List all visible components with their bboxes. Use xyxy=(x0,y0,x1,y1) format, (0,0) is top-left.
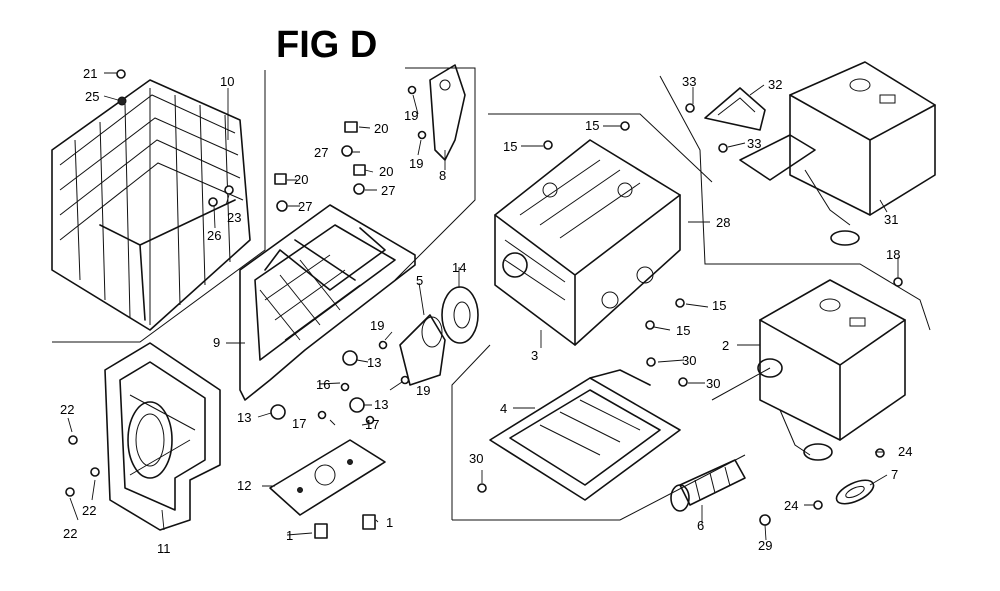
callout-6: 6 xyxy=(697,518,704,533)
part-spark-arrester xyxy=(670,459,746,512)
callout-24a: 24 xyxy=(898,444,912,459)
part-upper-muffler xyxy=(739,61,936,246)
callout-27c: 27 xyxy=(298,199,312,214)
callout-1a: 1 xyxy=(286,528,293,543)
callout-13c: 13 xyxy=(237,410,251,425)
callout-4: 4 xyxy=(500,401,507,416)
part-mounting-plate xyxy=(269,439,386,516)
callout-20b: 20 xyxy=(379,164,393,179)
callout-11: 11 xyxy=(157,541,171,556)
figure-title: FIG D xyxy=(276,24,377,66)
callout-21: 21 xyxy=(83,66,97,81)
callout-14: 14 xyxy=(452,260,466,275)
part-flange xyxy=(441,286,479,344)
callout-18: 18 xyxy=(886,247,900,262)
part-deflector xyxy=(704,87,766,131)
leader-lines xyxy=(67,72,899,541)
callout-22a: 22 xyxy=(60,402,74,417)
callout-30a: 30 xyxy=(682,353,696,368)
part-base-frame xyxy=(239,204,416,401)
callout-24b: 24 xyxy=(784,498,798,513)
callout-32: 32 xyxy=(768,77,782,92)
callout-labels: 21 25 10 23 26 20 27 20 27 20 27 19 19 8… xyxy=(60,66,912,556)
callout-23: 23 xyxy=(227,210,241,225)
part-lower-muffler xyxy=(757,279,906,461)
callout-20a: 20 xyxy=(374,121,388,136)
small-hardware xyxy=(65,69,903,539)
callout-27a: 27 xyxy=(314,145,328,160)
callout-29: 29 xyxy=(758,538,772,553)
callout-27b: 27 xyxy=(381,183,395,198)
callout-16: 16 xyxy=(316,377,330,392)
callout-15d: 15 xyxy=(676,323,690,338)
callout-3: 3 xyxy=(531,348,538,363)
callout-13a: 13 xyxy=(367,355,381,370)
callout-19d: 19 xyxy=(416,383,430,398)
part-top-guard xyxy=(51,79,251,331)
divider-lines xyxy=(52,67,931,521)
callout-5: 5 xyxy=(416,273,423,288)
callout-19b: 19 xyxy=(409,156,423,171)
callout-19a: 19 xyxy=(404,108,418,123)
part-muffler-cover xyxy=(494,139,681,346)
part-bracket xyxy=(429,64,466,161)
callout-13b: 13 xyxy=(374,397,388,412)
callout-12: 12 xyxy=(237,478,251,493)
callout-15b: 15 xyxy=(585,118,599,133)
callout-19c: 19 xyxy=(370,318,384,333)
callout-20c: 20 xyxy=(294,172,308,187)
callout-26: 26 xyxy=(207,228,221,243)
callout-30b: 30 xyxy=(706,376,720,391)
callout-17b: 17 xyxy=(365,417,379,432)
callout-25: 25 xyxy=(85,89,99,104)
callout-30c: 30 xyxy=(469,451,483,466)
callout-1b: 1 xyxy=(386,515,393,530)
callout-7: 7 xyxy=(891,467,898,482)
callout-22b: 22 xyxy=(82,503,96,518)
callout-31: 31 xyxy=(884,212,898,227)
callout-15c: 15 xyxy=(712,298,726,313)
callout-9: 9 xyxy=(213,335,220,350)
callout-17a: 17 xyxy=(292,416,306,431)
callout-33b: 33 xyxy=(747,136,761,151)
callout-22c: 22 xyxy=(63,526,77,541)
part-heat-shield xyxy=(489,369,681,501)
callout-15a: 15 xyxy=(503,139,517,154)
callout-10: 10 xyxy=(220,74,234,89)
callout-2: 2 xyxy=(722,338,729,353)
part-engine-shroud xyxy=(104,342,221,531)
callout-8: 8 xyxy=(439,168,446,183)
part-gasket xyxy=(835,479,875,505)
callout-33a: 33 xyxy=(682,74,696,89)
part-pipe xyxy=(399,314,446,386)
callout-28: 28 xyxy=(716,215,730,230)
